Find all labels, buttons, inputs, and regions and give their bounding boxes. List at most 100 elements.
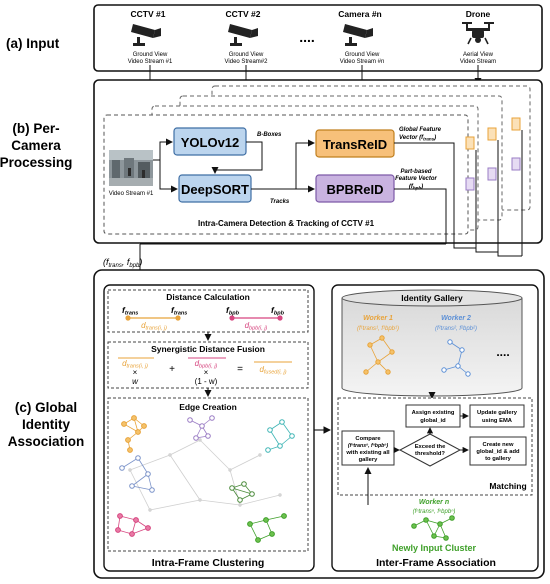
graph-edge xyxy=(239,494,281,506)
mesh-node xyxy=(128,468,132,472)
part-feature-label: Part-based Feature Vector (fbpb) xyxy=(395,169,437,191)
gallery-worker-graphs xyxy=(363,335,471,377)
cluster-node xyxy=(115,527,121,533)
fusion-title: Synergistic Distance Fusion xyxy=(151,344,265,354)
graph-edge xyxy=(369,344,379,363)
update-gallery-box: Update gallery using EMA xyxy=(469,404,525,428)
graph-edge xyxy=(457,349,463,367)
cluster-node xyxy=(133,517,139,523)
cluster-node xyxy=(129,483,135,489)
cctv-camera-icon xyxy=(228,24,258,46)
cluster-node xyxy=(129,531,135,537)
create-id-box: Create new global_id & add to gallery xyxy=(469,436,527,466)
gallery-node xyxy=(379,335,385,341)
input-stream: Video Stream #1 xyxy=(128,59,173,65)
graph-edge xyxy=(169,454,201,501)
video-stream-label: Video Stream #1 xyxy=(109,191,154,197)
cluster-node xyxy=(277,443,283,449)
cluster-node xyxy=(145,471,151,477)
svg-text:=: = xyxy=(237,364,243,375)
tracks-label: Tracks xyxy=(270,199,290,205)
input-view: Ground View xyxy=(133,52,168,58)
input-cctv-1: CCTV #1 Ground View Video Stream #1 xyxy=(128,9,173,65)
gallery-node xyxy=(455,363,461,369)
input-view: Ground View xyxy=(229,52,264,58)
worker-2-name: Worker 2 xyxy=(441,315,471,322)
yolo-label: YOLOv12 xyxy=(181,135,240,150)
new-cluster-node xyxy=(437,521,443,527)
svg-text:Global Feature: Global Feature xyxy=(399,127,442,133)
cluster-graph xyxy=(115,415,295,543)
svg-text:×: × xyxy=(133,368,138,377)
cluster-node xyxy=(205,433,211,439)
graph-edge xyxy=(121,457,139,469)
cluster-node xyxy=(279,419,285,425)
cluster-node xyxy=(229,485,235,491)
input-stream: Video Stream xyxy=(460,59,496,65)
input-title: CCTV #1 xyxy=(131,9,166,19)
cluster-node xyxy=(125,437,131,443)
graph-edge xyxy=(229,454,261,471)
cluster-node xyxy=(269,531,275,537)
transreid-label: TransReID xyxy=(323,137,387,152)
input-stream: Video Stream #n xyxy=(340,59,385,65)
graph-edge xyxy=(131,485,153,491)
cluster-node xyxy=(145,525,151,531)
gallery-node xyxy=(363,369,369,375)
section-label-per-camera-1: (b) Per- xyxy=(12,121,59,136)
worker-n-name: Worker n xyxy=(419,499,449,506)
mesh-node xyxy=(198,498,202,502)
graph-edge xyxy=(169,439,201,456)
gallery-node xyxy=(375,359,381,365)
graph-edge xyxy=(137,457,149,475)
input-camera-n: Camera #n Ground View Video Stream #n xyxy=(338,9,384,65)
svg-text:dbpb(i, j): dbpb(i, j) xyxy=(195,359,218,370)
worker-2-feature: (f²trans², f²bpb²) xyxy=(435,326,477,332)
svg-text:dbpb(i, j): dbpb(i, j) xyxy=(245,321,268,332)
svg-text:Assign existing: Assign existing xyxy=(412,410,455,416)
svg-text:+: + xyxy=(169,364,175,375)
distance-calc-formula: ftrans ftrans fbpb fbpb xyxy=(122,305,285,317)
graph-edge xyxy=(231,487,253,495)
drone-icon xyxy=(462,22,494,45)
cluster-node xyxy=(255,537,261,543)
cluster-node xyxy=(241,481,247,487)
cluster-node xyxy=(265,447,271,453)
svg-text:Vector (ftrans): Vector (ftrans) xyxy=(399,135,436,142)
svg-text:ftrans: ftrans xyxy=(122,305,138,317)
compare-box: Compare (fⁿtransⁿ, fⁿbpbⁿ) with existing… xyxy=(341,430,395,466)
distance-pair-bpb: dbpb(i, j) xyxy=(229,315,283,332)
gallery-node xyxy=(447,339,453,345)
distance-calc-title: Distance Calculation xyxy=(166,292,250,302)
mesh-node xyxy=(148,508,152,512)
cluster-node xyxy=(127,447,133,453)
svg-text:×: × xyxy=(204,368,209,377)
gallery-node xyxy=(441,367,447,373)
cctv-camera-icon xyxy=(343,24,373,46)
input-title: CCTV #2 xyxy=(226,9,261,19)
new-cluster-label: Newly Input Cluster xyxy=(392,543,477,553)
graph-edge xyxy=(249,523,259,541)
gallery-node xyxy=(385,369,391,375)
feature-tuple-label: (ftrans, fbpb) xyxy=(103,257,142,269)
worker-1-name: Worker 1 xyxy=(363,315,393,322)
deepsort-label: DeepSORT xyxy=(181,182,249,197)
cluster-node xyxy=(247,521,253,527)
svg-text:(fbpb): (fbpb) xyxy=(409,184,423,191)
svg-text:dtrans(i, j): dtrans(i, j) xyxy=(141,321,167,332)
svg-text:fbpb: fbpb xyxy=(226,305,240,317)
worker-n-feature: (fⁿtransⁿ, fⁿbpbⁿ) xyxy=(413,509,456,515)
svg-text:Exceed the: Exceed the xyxy=(415,444,446,450)
svg-text:threshold?: threshold? xyxy=(415,451,445,457)
cluster-node xyxy=(117,513,123,519)
per-camera-arrows xyxy=(153,138,315,193)
graph-edge xyxy=(265,515,285,521)
graph-edge xyxy=(281,421,293,437)
graph-edge xyxy=(129,469,151,511)
mesh-node xyxy=(238,503,242,507)
cluster-node xyxy=(121,421,127,427)
fusion-formula: dtrans(i, j) × w + dbpb(i, j) × (1 - w) … xyxy=(118,357,292,386)
cluster-node xyxy=(267,427,273,433)
fusion-box xyxy=(107,341,309,389)
cluster-node xyxy=(281,513,287,519)
